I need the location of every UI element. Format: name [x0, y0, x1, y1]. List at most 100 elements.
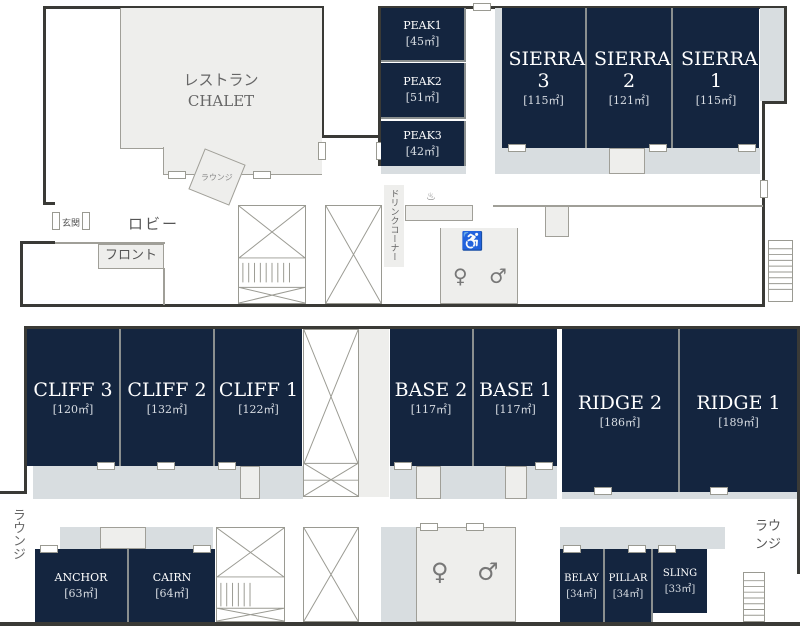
male-restroom-icon: ♂ — [477, 558, 499, 586]
door — [253, 171, 271, 179]
room-base-1[interactable]: BASE 1[117㎡] — [474, 329, 557, 466]
room-sling[interactable]: SLING [33㎡] — [653, 549, 707, 613]
door — [318, 142, 326, 160]
room-base-2[interactable]: BASE 2[117㎡] — [390, 329, 474, 466]
pillar — [505, 466, 527, 499]
door — [168, 171, 186, 179]
room-area: [117㎡] — [495, 402, 536, 416]
room-belay[interactable]: BELAY [34㎡] — [560, 549, 605, 622]
room-cliff-3[interactable]: CLIFF 3[120㎡] — [27, 329, 121, 466]
door — [394, 462, 412, 470]
entrance-label: 玄関 — [62, 219, 81, 229]
room-name: CLIFF 2 — [127, 378, 207, 401]
room-peak3[interactable]: PEAK3 [42㎡] — [381, 121, 466, 166]
door — [218, 462, 236, 470]
door — [710, 487, 728, 495]
elevator — [303, 329, 359, 497]
room-name: SIERRA 1 — [681, 48, 758, 92]
pillar — [100, 527, 146, 549]
wall — [24, 326, 27, 493]
wall — [0, 491, 27, 494]
room-name: PEAK3 — [403, 128, 442, 142]
room-sierra-2[interactable]: SIERRA 2[121㎡] — [587, 8, 673, 148]
room-anchor[interactable]: ANCHOR [63㎡] — [35, 549, 129, 622]
room-name: ANCHOR — [54, 570, 108, 584]
female-restroom-icon: ♀ — [431, 558, 449, 586]
wall — [20, 241, 55, 244]
room-ridge-1[interactable]: RIDGE 1[189㎡] — [680, 329, 797, 492]
room-area: [186㎡] — [599, 415, 641, 429]
room-sierra-1[interactable]: SIERRA 1[115㎡] — [673, 8, 759, 148]
vending-machine — [416, 466, 441, 499]
room-area: [34㎡] — [566, 588, 597, 600]
door — [508, 144, 526, 152]
stairs — [768, 240, 793, 302]
room-area: [42㎡] — [405, 144, 440, 158]
pillar — [240, 466, 260, 499]
lounge-right-label: ラウンジ — [755, 519, 782, 552]
wall — [797, 326, 800, 574]
door — [40, 545, 58, 553]
wall — [43, 202, 55, 205]
corridor — [33, 466, 303, 499]
door — [82, 212, 90, 230]
divider — [493, 205, 763, 207]
room-name: SLING — [662, 568, 698, 579]
room-name: BELAY — [564, 572, 599, 584]
door — [193, 545, 211, 553]
corridor — [562, 492, 797, 499]
corridor — [495, 8, 502, 148]
smoking-area[interactable]: ♨ — [405, 190, 473, 221]
room-area: [45㎡] — [405, 35, 440, 48]
room-name: BASE 1 — [479, 378, 552, 401]
shaft — [359, 329, 389, 497]
restaurant-label: レストラン CHALET — [120, 70, 322, 112]
female-restroom-icon: ♀ — [453, 264, 468, 288]
restrooms[interactable]: ♿ ♀ ♂ — [440, 228, 518, 304]
restaurant[interactable] — [120, 8, 322, 149]
corridor — [381, 166, 466, 174]
corridor — [381, 527, 416, 622]
room-cairn[interactable]: CAIRN [64㎡] — [129, 549, 215, 622]
door — [466, 523, 484, 531]
room-pillar[interactable]: PILLAR [34㎡] — [605, 549, 653, 622]
room-peak2[interactable]: PEAK2[51㎡] — [381, 63, 466, 119]
wall — [20, 304, 765, 307]
room-cliff-2[interactable]: CLIFF 2[132㎡] — [121, 329, 215, 466]
room-cliff-1[interactable]: CLIFF 1[122㎡] — [215, 329, 302, 466]
door — [420, 523, 438, 531]
room-ridge-2[interactable]: RIDGE 2[186㎡] — [562, 329, 680, 492]
room-name: CAIRN — [152, 570, 192, 584]
drink-corner[interactable]: ドリンクコーナー — [384, 185, 404, 267]
room-name: SIERRA 2 — [594, 48, 671, 92]
room-sierra-3[interactable]: SIERRA 3[115㎡] — [502, 8, 587, 148]
wall — [378, 6, 381, 166]
room-area: [33㎡] — [664, 584, 696, 595]
stairs — [743, 572, 765, 622]
door — [738, 144, 756, 152]
room-area: [34㎡] — [612, 588, 644, 600]
wall — [762, 101, 787, 104]
door — [760, 180, 768, 198]
wall — [43, 6, 323, 9]
room-peak1[interactable]: PEAK1 [45㎡] — [381, 8, 466, 62]
room-area: [63㎡] — [64, 586, 98, 600]
lounge-left-label: ラウンジ — [10, 508, 25, 560]
room-name: PEAK1 — [403, 19, 442, 32]
door — [563, 545, 581, 553]
room-name: BASE 2 — [394, 378, 468, 401]
door — [535, 462, 553, 470]
room-area: [64㎡] — [155, 586, 189, 600]
restaurant-en-name: CHALET — [187, 92, 255, 110]
room-name: SIERRA 3 — [508, 48, 586, 92]
room-name: CLIFF 3 — [33, 378, 113, 401]
wall — [378, 6, 786, 9]
door — [97, 462, 115, 470]
male-restroom-icon: ♂ — [489, 264, 507, 288]
front-desk[interactable]: フロント — [98, 244, 164, 269]
wall — [762, 101, 765, 306]
restrooms[interactable]: ♀ ♂ — [416, 527, 516, 622]
lounge-label: ラウンジ — [201, 172, 233, 182]
room-name: CLIFF 1 — [218, 378, 299, 401]
room-name: PILLAR — [608, 572, 648, 584]
